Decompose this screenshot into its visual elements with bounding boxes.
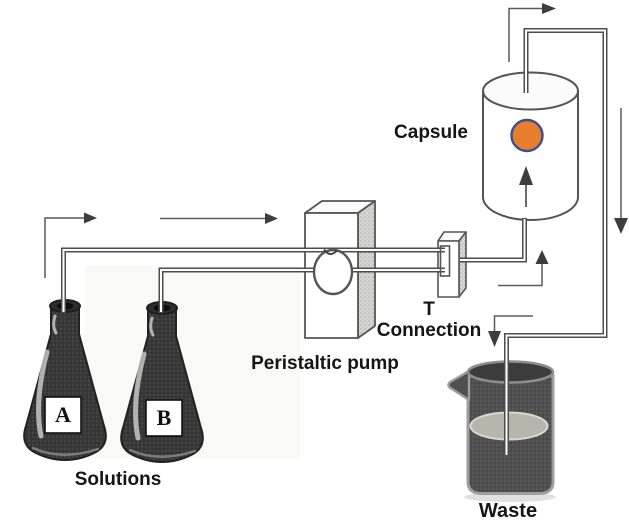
flask-a-letter: A — [55, 402, 71, 427]
solutions-label: Solutions — [74, 469, 162, 490]
flow-arrow-into-waste — [488, 315, 533, 347]
flow-arrow-toward-pump — [160, 213, 278, 224]
t-connection-box — [437, 231, 467, 298]
flow-arrows — [44, 3, 628, 347]
capsule-body — [482, 90, 579, 221]
t-connection-label: T Connection — [376, 299, 482, 341]
flask-b-label-plate — [145, 399, 183, 437]
capsule-bead — [510, 118, 544, 153]
tube-flask-a — [61, 247, 445, 313]
tube-capsule-to-waste — [504, 28, 608, 456]
t-box-side-face — [458, 231, 467, 298]
flask-a-label-plate — [44, 396, 82, 434]
flow-arrow-flask-a — [44, 212, 97, 278]
waste-label: Waste — [478, 500, 538, 522]
peristaltic-pump-label: Peristaltic pump — [251, 353, 399, 374]
flask-neck-highlight — [52, 314, 58, 335]
flask-base-highlight — [31, 446, 100, 456]
waste-beaker — [447, 360, 556, 502]
capsule-cylinder — [482, 71, 579, 221]
t-inlet-fitting — [439, 245, 451, 277]
pump-roller — [312, 248, 354, 296]
flow-arrow-capsule-inlet — [498, 250, 549, 287]
tube-t-to-capsule — [460, 218, 527, 263]
t-connection-label-line1: T — [423, 299, 435, 320]
flask-b-letter: B — [156, 405, 172, 430]
t-connection-label-line2: Connection — [376, 319, 482, 341]
flow-arrow-inside-capsule — [519, 166, 533, 207]
flow-arrow-return-down — [614, 108, 628, 234]
capsule-top-ellipse — [482, 71, 579, 111]
flask-body-highlight — [36, 349, 50, 439]
pump-roller-tube-nip — [323, 248, 338, 255]
flow-arrow-capsule-top — [508, 3, 556, 62]
beaker-rim — [466, 360, 555, 384]
capsule-label: Capsule — [394, 122, 468, 143]
beaker-spout — [447, 369, 471, 402]
